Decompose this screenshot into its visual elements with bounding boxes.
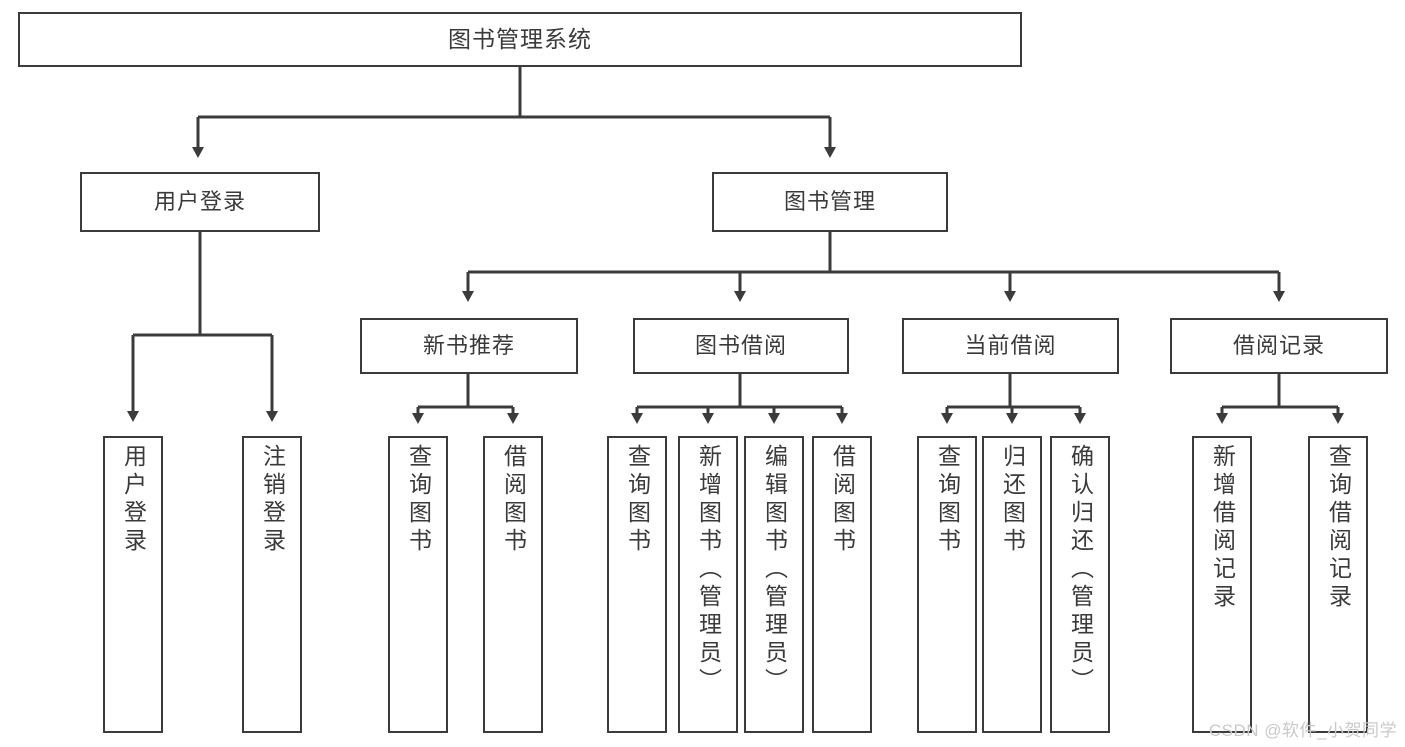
node-label: 查询图书 xyxy=(934,444,961,556)
leaf-nb-query-book[interactable]: 查询图书 xyxy=(388,436,448,733)
leaf-cb-query-book[interactable]: 查询图书 xyxy=(917,436,977,733)
node-label: 用户登录 xyxy=(120,444,147,556)
leaf-bb-add-book-admin[interactable]: 新增图书（管理员） xyxy=(678,436,738,733)
node-label: 当前借阅 xyxy=(964,333,1057,359)
leaf-cb-confirm-return-admin[interactable]: 确认归还（管理员） xyxy=(1050,436,1110,733)
node-label: 注销登录 xyxy=(259,444,286,556)
node-new-book-recommend[interactable]: 新书推荐 xyxy=(360,318,578,374)
node-root-system[interactable]: 图书管理系统 xyxy=(18,12,1022,67)
node-label: 图书借阅 xyxy=(694,333,787,359)
csdn-watermark: CSDN @软件_小贺同学 xyxy=(1208,721,1397,740)
node-label: 确认归还（管理员） xyxy=(1067,444,1094,696)
node-label: 新增借阅记录 xyxy=(1209,444,1236,612)
node-label: 借阅图书 xyxy=(500,444,527,556)
node-label: 用户登录 xyxy=(153,189,246,215)
node-label: 归还图书 xyxy=(999,444,1026,556)
node-book-borrow[interactable]: 图书借阅 xyxy=(633,318,849,374)
node-label: 图书管理系统 xyxy=(448,26,592,53)
node-label: 图书管理 xyxy=(783,189,876,215)
leaf-cb-return-book[interactable]: 归还图书 xyxy=(982,436,1042,733)
node-label: 借阅记录 xyxy=(1232,333,1325,359)
node-user-login[interactable]: 用户登录 xyxy=(80,172,320,232)
node-label: 查询借阅记录 xyxy=(1325,444,1352,612)
node-current-borrow[interactable]: 当前借阅 xyxy=(902,318,1119,374)
leaf-bb-query-book[interactable]: 查询图书 xyxy=(607,436,667,733)
leaf-user-login[interactable]: 用户登录 xyxy=(103,436,163,733)
node-label: 查询图书 xyxy=(405,444,432,556)
node-label: 新书推荐 xyxy=(422,333,515,359)
leaf-br-query-record[interactable]: 查询借阅记录 xyxy=(1308,436,1368,733)
node-label: 新增图书（管理员） xyxy=(695,444,722,696)
node-book-management[interactable]: 图书管理 xyxy=(712,172,948,232)
leaf-nb-borrow-book[interactable]: 借阅图书 xyxy=(483,436,543,733)
node-borrow-records[interactable]: 借阅记录 xyxy=(1170,318,1388,374)
leaf-bb-edit-book-admin[interactable]: 编辑图书（管理员） xyxy=(744,436,804,733)
leaf-bb-borrow-book[interactable]: 借阅图书 xyxy=(812,436,872,733)
node-label: 编辑图书（管理员） xyxy=(761,444,788,696)
node-label: 查询图书 xyxy=(624,444,651,556)
node-label: 借阅图书 xyxy=(829,444,856,556)
leaf-br-add-record[interactable]: 新增借阅记录 xyxy=(1192,436,1252,733)
leaf-logout[interactable]: 注销登录 xyxy=(242,436,302,733)
